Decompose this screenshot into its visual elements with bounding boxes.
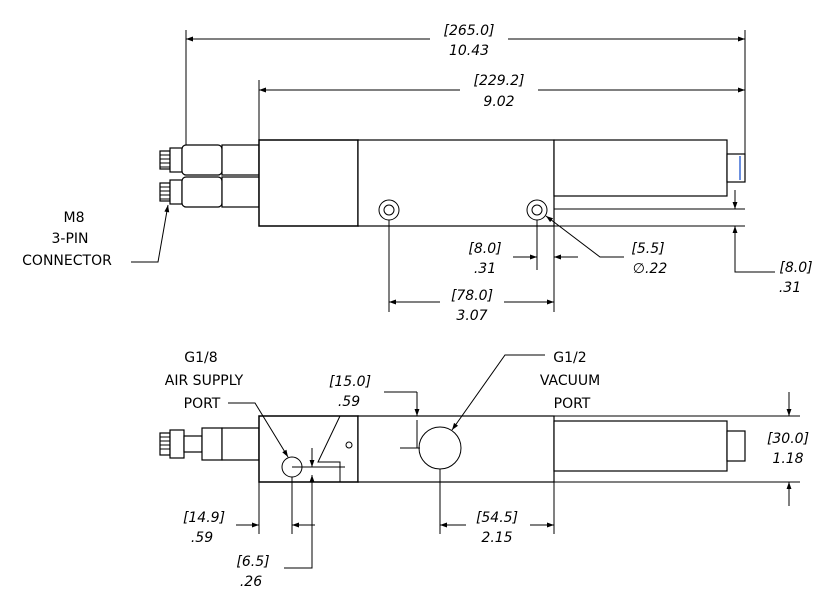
silencer xyxy=(553,139,728,197)
vacuum-height-in: .59 xyxy=(338,394,360,410)
side-view: G1/8 AIR SUPPLY PORT G1/2 VACUUM PORT [1… xyxy=(159,350,809,590)
hole-offset-mm: [8.0] xyxy=(468,241,501,257)
hole-diameter-mm: [5.5] xyxy=(631,241,664,257)
air-offset-in: .26 xyxy=(240,574,262,590)
right-offset-in: .31 xyxy=(779,280,801,296)
overall-length-mm: [265.0] xyxy=(443,23,494,39)
vacuum-position-mm: [54.5] xyxy=(476,510,518,526)
m8-connector-side xyxy=(159,427,260,461)
vacuum-height-mm: [15.0] xyxy=(329,374,371,390)
vacuum-label-line3: PORT xyxy=(554,396,591,412)
air-position-mm: [14.9] xyxy=(183,510,225,526)
air-position-in: .59 xyxy=(191,530,213,546)
air-label-line3: PORT xyxy=(184,396,221,412)
side-ejector-body xyxy=(357,415,555,483)
side-end-cap xyxy=(726,430,746,462)
hole-spacing-in: 3.07 xyxy=(456,308,487,324)
connector-label-line1: M8 xyxy=(64,210,85,226)
connector-label-line2: 3-PIN xyxy=(51,231,88,247)
height-mm: [30.0] xyxy=(767,431,809,447)
m8-connector-lower xyxy=(159,176,260,208)
overall-length-in: 10.43 xyxy=(449,43,489,59)
right-offset-mm: [8.0] xyxy=(779,260,812,276)
hole-diameter-in: ∅.22 xyxy=(633,261,668,277)
air-label-line1: G1/8 xyxy=(184,350,217,366)
body-length-in: 9.02 xyxy=(483,94,514,110)
side-silencer xyxy=(553,420,728,472)
vacuum-label-line1: G1/2 xyxy=(553,350,586,366)
end-cap xyxy=(726,153,746,183)
ejector-body xyxy=(357,139,555,227)
air-offset-mm: [6.5] xyxy=(236,554,269,570)
connector-label-line3: CONNECTOR xyxy=(22,253,112,269)
body-length-mm: [229.2] xyxy=(473,73,524,89)
top-view: [265.0] 10.43 [229.2] 9.02 [78.0] 3.07 [… xyxy=(22,16,813,325)
hole-offset-in: .31 xyxy=(474,261,496,277)
vacuum-position-in: 2.15 xyxy=(481,530,512,546)
air-label-line2: AIR SUPPLY xyxy=(165,373,244,389)
vacuum-label-line2: VACUUM xyxy=(540,373,600,389)
m8-connector-upper xyxy=(159,144,260,176)
side-valve-body xyxy=(258,415,359,483)
valve-body xyxy=(258,139,359,227)
hole-spacing-mm: [78.0] xyxy=(451,288,493,304)
height-in: 1.18 xyxy=(772,451,803,467)
